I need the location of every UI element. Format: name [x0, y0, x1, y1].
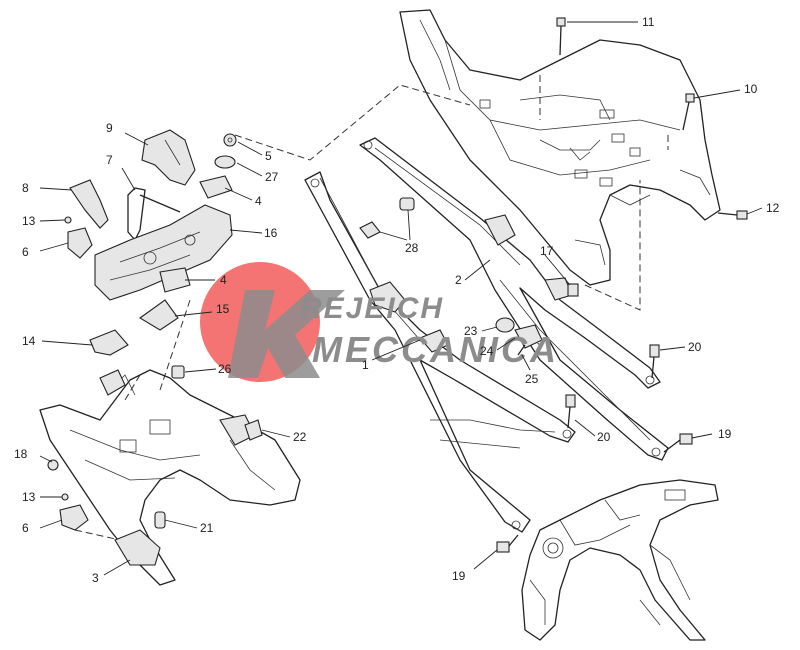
subframe-tube-1 — [304, 171, 576, 533]
callout-19-bottom: 19 — [452, 569, 466, 583]
callout-13-upper: 13 — [22, 214, 36, 228]
left-lower-fender — [39, 365, 301, 586]
left-upper-parts — [64, 129, 237, 356]
watermark-line2: MECCANICA — [312, 329, 559, 370]
callout-3: 3 — [92, 571, 99, 585]
watermark-k-letter — [228, 290, 345, 378]
callout-13-lower: 13 — [22, 490, 36, 504]
subframe-tube-2 — [359, 137, 669, 461]
callout-9: 9 — [106, 121, 113, 135]
callout-21: 21 — [200, 521, 214, 535]
callout-20-upper: 20 — [688, 340, 702, 354]
callout-1: 1 — [362, 358, 369, 372]
watermark-line1: REJEICH — [300, 292, 444, 325]
callout-18: 18 — [14, 447, 28, 461]
callout-6-upper: 6 — [22, 245, 29, 259]
callout-19-right: 19 — [718, 427, 732, 441]
callout-12: 12 — [766, 201, 780, 215]
callout-15: 15 — [216, 302, 230, 316]
callout-17: 17 — [540, 244, 554, 258]
callout-4-lower: 4 — [220, 273, 227, 287]
callout-7: 7 — [106, 153, 113, 167]
callout-2: 2 — [455, 273, 462, 287]
callout-16: 16 — [264, 226, 278, 240]
callout-5: 5 — [265, 149, 272, 163]
tail-body — [399, 9, 721, 286]
callout-26: 26 — [218, 362, 232, 376]
callout-25: 25 — [525, 372, 539, 386]
callout-labels: 1 2 3 4 4 5 6 6 7 8 9 10 11 12 13 13 14 … — [14, 15, 780, 585]
callout-27: 27 — [265, 170, 279, 184]
callout-24: 24 — [480, 344, 494, 358]
callout-8: 8 — [22, 181, 29, 195]
callout-14: 14 — [22, 334, 36, 348]
callout-6-lower: 6 — [22, 521, 29, 535]
callout-leaders — [39, 21, 763, 576]
callout-20-lower: 20 — [597, 430, 611, 444]
callout-23: 23 — [464, 324, 478, 338]
callout-28: 28 — [405, 241, 419, 255]
callout-4-upper: 4 — [255, 194, 262, 208]
callout-11: 11 — [642, 15, 655, 29]
main-frame — [521, 479, 719, 641]
callout-10: 10 — [744, 82, 758, 96]
callout-22: 22 — [293, 430, 307, 444]
watermark-logo: REJEICH MECCANICA — [200, 262, 559, 382]
right-hardware — [359, 17, 748, 553]
